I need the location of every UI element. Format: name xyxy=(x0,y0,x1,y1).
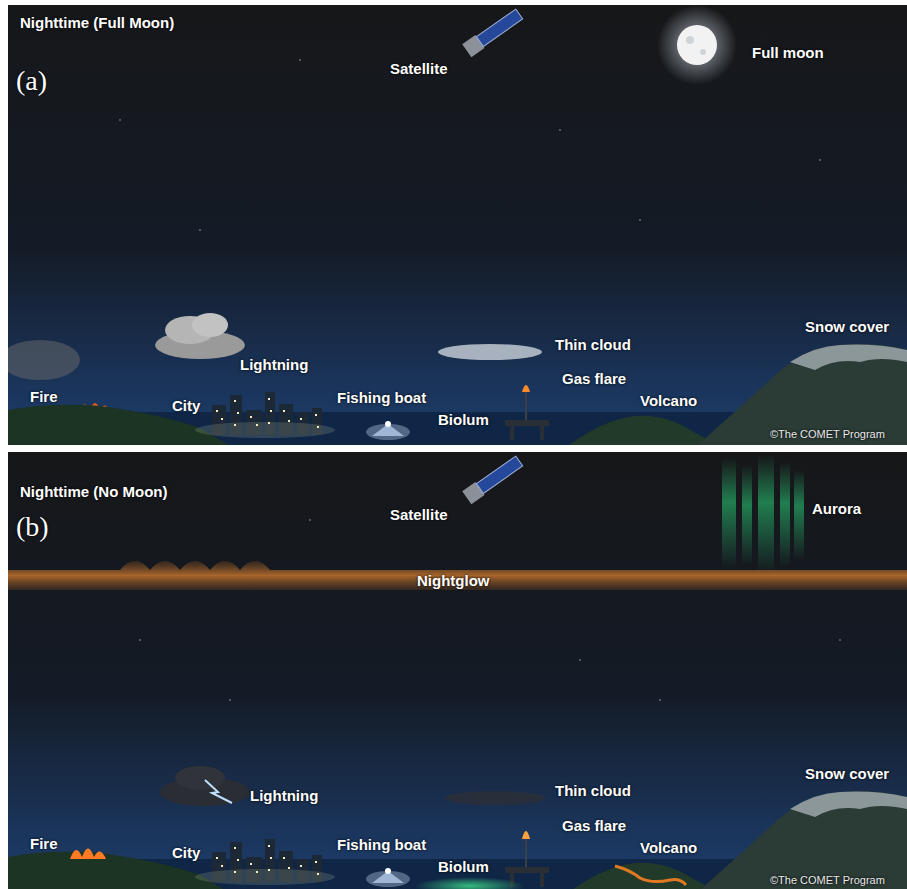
satellite-icon xyxy=(462,454,524,504)
object-label: Biolum xyxy=(438,858,489,876)
thin-cloud xyxy=(445,791,545,805)
copyright-note: ©The COMET Program xyxy=(770,428,885,441)
object-label: Gas flare xyxy=(562,817,626,835)
thin-cloud xyxy=(438,344,542,360)
satellite-icon xyxy=(462,7,524,57)
object-label: Thin cloud xyxy=(555,782,631,800)
object-label: Biolum xyxy=(438,411,489,429)
full-moon xyxy=(677,25,717,65)
object-label: Fire xyxy=(30,835,58,853)
storm-cloud xyxy=(155,313,245,359)
object-label: Thin cloud xyxy=(555,336,631,354)
object-label: City xyxy=(172,844,200,862)
biolum-glow xyxy=(415,877,525,889)
full-moon-panel xyxy=(8,5,907,445)
object-label: Fishing boat xyxy=(337,836,426,854)
object-label: Snow cover xyxy=(805,765,889,783)
object-label: Gas flare xyxy=(562,370,626,388)
moon-glow xyxy=(657,5,737,85)
copyright-note: ©The COMET Program xyxy=(770,874,885,887)
object-label: Fire xyxy=(30,388,58,406)
object-label: Satellite xyxy=(390,60,448,78)
object-label: Volcano xyxy=(640,839,697,857)
aurora xyxy=(722,455,804,573)
object-label: Aurora xyxy=(812,500,861,518)
object-label: Satellite xyxy=(390,506,448,524)
nightglow-band xyxy=(8,561,907,590)
panel-heading: Nighttime (Full Moon) xyxy=(20,14,174,32)
object-label: Lightning xyxy=(240,356,308,374)
panel-letter: (b) xyxy=(16,510,49,544)
panel-letter: (a) xyxy=(16,64,47,98)
lightning-bolt xyxy=(205,780,232,803)
object-label: City xyxy=(172,397,200,415)
object-label: Snow cover xyxy=(805,318,889,336)
object-label: Nightglow xyxy=(417,572,489,590)
object-label: Fishing boat xyxy=(337,389,426,407)
object-label: Full moon xyxy=(752,44,824,62)
object-label: Volcano xyxy=(640,392,697,410)
no-moon-panel xyxy=(8,452,907,889)
lava-flow xyxy=(615,866,686,885)
object-label: Lightning xyxy=(250,787,318,805)
panel-heading: Nighttime (No Moon) xyxy=(20,483,167,501)
